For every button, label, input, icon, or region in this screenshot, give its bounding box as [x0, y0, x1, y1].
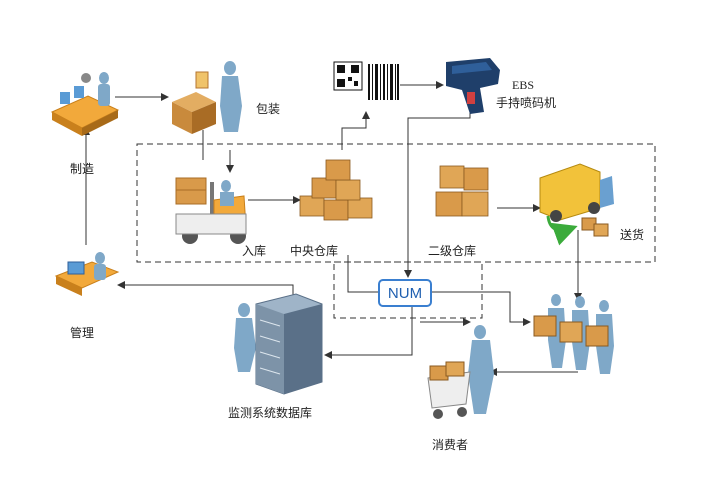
database-label: 监测系统数据库 — [228, 406, 313, 420]
inbound-label: 入库 — [242, 244, 267, 258]
device-name-label: 手持喷码机 — [496, 96, 557, 110]
management-label: 管理 — [70, 326, 95, 340]
consumer-label: 消费者 — [432, 438, 469, 452]
central-warehouse-boxes — [299, 159, 373, 221]
packaging-label: 包装 — [256, 102, 281, 116]
delivery-truck-icon — [539, 163, 614, 246]
qr-code-icon — [333, 61, 363, 91]
barcode-icon — [368, 64, 399, 100]
packaging-icon — [172, 61, 242, 134]
num-system-box: NUM — [378, 279, 432, 307]
handheld-printer-icon — [446, 58, 500, 114]
central-warehouse-label: 中央仓库 — [290, 244, 339, 258]
management-icon — [54, 252, 120, 296]
device-model-label: EBS — [512, 78, 535, 92]
delivery-label: 送货 — [620, 228, 645, 242]
retail-staff-icon — [533, 294, 614, 374]
consumer-icon — [427, 325, 494, 419]
manufacture-icon — [50, 72, 120, 136]
forklift-icon — [175, 177, 247, 244]
manufacture-label: 制造 — [70, 162, 95, 176]
connector-lines — [82, 81, 582, 376]
regional-warehouse-label: 二级仓库 — [428, 244, 477, 258]
regional-warehouse-boxes — [435, 165, 489, 217]
database-server-icon — [234, 293, 323, 395]
